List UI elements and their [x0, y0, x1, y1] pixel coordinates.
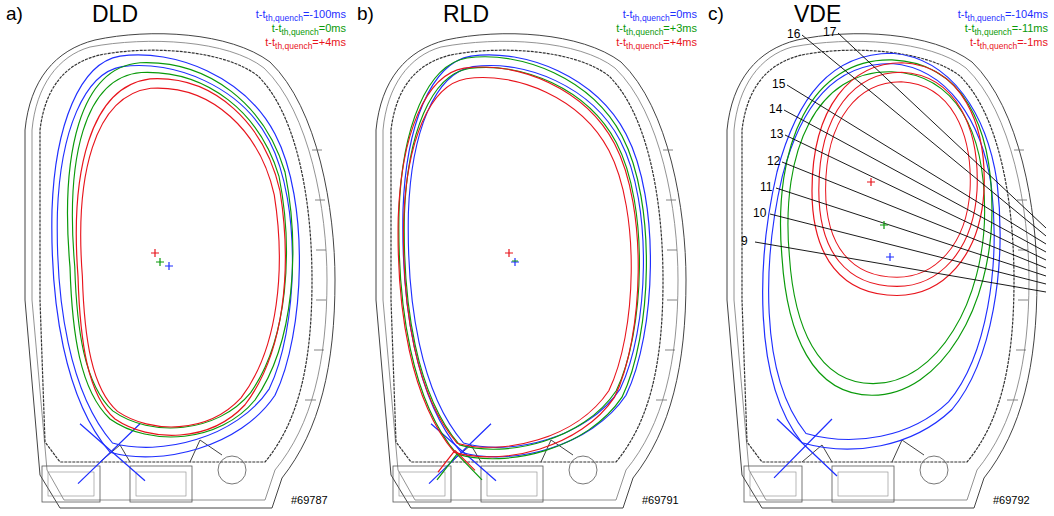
time-value: =0ms [319, 22, 346, 34]
time-subscript: th,quench [275, 41, 312, 51]
time-value: =+3ms [663, 22, 697, 34]
panel-title: VDE [794, 2, 841, 27]
panel-letter: c) [708, 4, 724, 25]
time-subscript: th,quench [980, 41, 1017, 51]
time-legend-line: t-tth,quench=0ms [272, 22, 346, 37]
chord-number: 14 [769, 103, 782, 116]
time-symbol: t-t [256, 8, 266, 20]
panel-title: DLD [92, 2, 138, 27]
time-symbol: t-t [616, 22, 626, 34]
time-subscript: th,quench [281, 27, 318, 37]
time-symbol: t-t [265, 36, 275, 48]
time-value: =-104ms [1005, 8, 1048, 20]
time-symbol: t-t [965, 22, 975, 34]
chord-number: 12 [767, 155, 780, 168]
time-symbol: t-t [970, 36, 980, 48]
time-symbol: t-t [272, 22, 282, 34]
chord-number: 16 [787, 28, 800, 41]
chord-number: 15 [772, 78, 785, 91]
panel-letter: a) [6, 4, 23, 25]
time-legend-line: t-tth,quench=-100ms [256, 8, 346, 23]
shot-number: #69787 [291, 494, 328, 506]
time-subscript: th,quench [266, 13, 303, 23]
time-subscript: th,quench [974, 27, 1011, 37]
chord-number: 17 [823, 26, 836, 39]
shot-number: #69792 [993, 494, 1030, 506]
time-value: =-1ms [1017, 36, 1048, 48]
panel-letter: b) [357, 4, 374, 25]
time-subscript: th,quench [968, 13, 1005, 23]
time-legend-line: t-tth,quench=-104ms [958, 8, 1048, 23]
time-legend-line: t-tth,quench=+3ms [616, 22, 697, 37]
time-value: =+4ms [312, 36, 346, 48]
time-legend-line: t-tth,quench=-1ms [970, 36, 1048, 51]
time-subscript: th,quench [626, 41, 663, 51]
panel-title: RLD [443, 2, 489, 27]
chord-number: 11 [760, 181, 772, 194]
time-value: =+4ms [663, 36, 697, 48]
time-subscript: th,quench [632, 13, 669, 23]
time-value: =-100ms [303, 8, 346, 20]
time-value: =-11ms [1012, 22, 1048, 34]
time-legend-line: t-tth,quench=+4ms [265, 36, 346, 51]
time-legend-line: t-tth,quench=-11ms [965, 22, 1048, 37]
chord-number: 9 [741, 235, 748, 248]
time-symbol: t-t [623, 8, 633, 20]
chord-number: 10 [753, 207, 766, 220]
time-subscript: th,quench [626, 27, 663, 37]
time-value: =0ms [670, 8, 697, 20]
time-symbol: t-t [616, 36, 626, 48]
shot-number: #69791 [642, 494, 679, 506]
time-legend-line: t-tth,quench=+4ms [616, 36, 697, 51]
time-legend-line: t-tth,quench=0ms [623, 8, 697, 23]
chord-number: 13 [770, 128, 783, 141]
time-symbol: t-t [958, 8, 968, 20]
